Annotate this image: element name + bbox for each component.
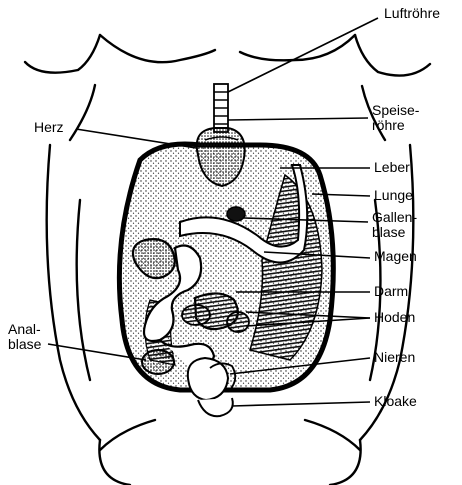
leader-kloake	[232, 402, 370, 406]
label-leber: Leber	[374, 160, 410, 175]
label-speiseroehre: Speise- röhre	[372, 103, 419, 133]
label-hoden: Hoden	[374, 310, 415, 325]
label-speiseroehre-line-1: Speise-	[372, 103, 419, 118]
label-gallenblase: Gallen- blase	[372, 210, 417, 240]
label-lunge: Lunge	[374, 188, 413, 203]
cloaca-shape	[198, 398, 233, 416]
kidney-shape	[188, 358, 235, 400]
label-darm: Darm	[374, 284, 408, 299]
label-gallenblase-line-2: blase	[372, 225, 417, 240]
leader-herz	[76, 129, 196, 148]
label-nieren: Nieren	[374, 350, 415, 365]
gallbladder-shape	[227, 207, 245, 221]
label-gallenblase-line-1: Gallen-	[372, 210, 417, 225]
anal-bladder-shape	[142, 350, 174, 374]
label-analblase-line-2: blase	[8, 337, 41, 352]
leader-speiseroehre	[228, 118, 368, 120]
label-kloake: Kloake	[374, 394, 417, 409]
label-herz: Herz	[34, 120, 64, 135]
label-analblase-line-1: Anal-	[8, 322, 41, 337]
label-speiseroehre-line-2: röhre	[372, 118, 419, 133]
trachea	[214, 84, 228, 132]
label-analblase: Anal- blase	[8, 322, 41, 352]
label-magen: Magen	[374, 249, 417, 264]
label-luftroehre: Luftröhre	[384, 6, 440, 21]
